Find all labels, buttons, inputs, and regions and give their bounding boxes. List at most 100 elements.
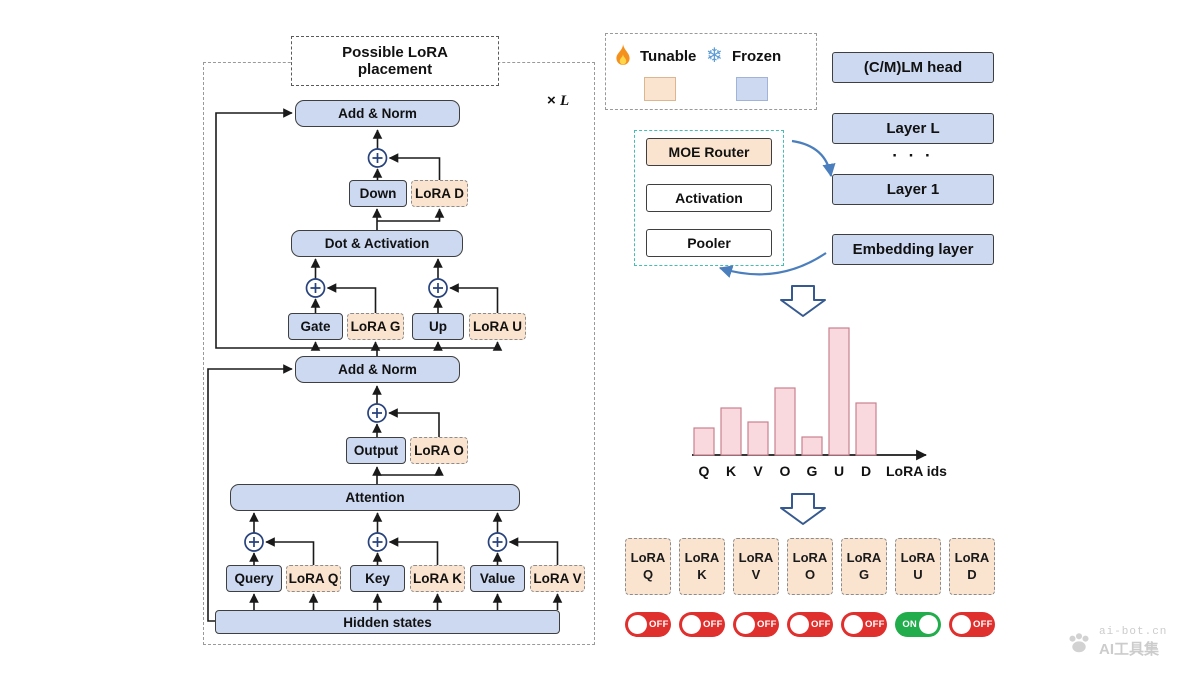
chart-category-label: K	[726, 463, 736, 479]
lora-module-id: O	[804, 566, 816, 582]
layer-count-var: L	[559, 93, 570, 109]
multiply-sign: ×	[547, 92, 556, 109]
fire-icon	[616, 44, 630, 65]
lora-module-title: LoRA	[684, 550, 720, 566]
repeat-times-label: × L	[547, 92, 569, 110]
lora-toggle-q[interactable]: OFF	[625, 612, 671, 637]
chart-category-label: V	[753, 463, 763, 479]
chart-bar-v	[747, 421, 769, 456]
output-proj-box: Output	[346, 437, 406, 464]
add-norm-top-box: Add & Norm	[295, 100, 460, 127]
lora-toggle-g[interactable]: OFF	[841, 612, 887, 637]
toggle-knob	[919, 615, 938, 634]
layer-l-box: Layer L	[832, 113, 994, 144]
toggle-knob	[736, 615, 755, 634]
chart-bar-q	[693, 427, 715, 456]
lora-module-id: G	[858, 566, 870, 582]
watermark-site-name: AI工具集	[1099, 641, 1160, 658]
pooler-box: Pooler	[646, 229, 772, 257]
lora-module-title: LoRA	[630, 550, 666, 566]
lora-module-id: K	[697, 566, 707, 582]
lora-q-box: LoRA Q	[286, 565, 341, 592]
frozen-label: Frozen	[732, 48, 782, 65]
legend-region	[605, 33, 817, 110]
chart-category-label: D	[861, 463, 871, 479]
lora-toggle-d[interactable]: OFF	[949, 612, 995, 637]
chart-bar-u	[828, 327, 850, 456]
lora-g-box: LoRA G	[347, 313, 404, 340]
chart-x-axis-label: LoRA ids	[886, 463, 947, 479]
lora-toggle-u[interactable]: ON	[895, 612, 941, 637]
up-proj-box: Up	[412, 313, 464, 340]
toggle-knob	[682, 615, 701, 634]
toggle-state-label: OFF	[811, 619, 831, 630]
toggle-state-label: OFF	[757, 619, 777, 630]
query-proj-box: Query	[226, 565, 282, 592]
chart-category-label: O	[780, 463, 791, 479]
attention-box: Attention	[230, 484, 520, 511]
down-proj-box: Down	[349, 180, 407, 207]
down-block-arrow	[780, 285, 826, 317]
possible-lora-placement-label: Possible LoRA placement	[291, 36, 499, 86]
lora-module-title: LoRA	[900, 550, 936, 566]
watermark-url: ai-bot.cn	[1099, 626, 1168, 638]
transformer-block-region	[203, 62, 595, 645]
chart-category-label: G	[807, 463, 818, 479]
toggle-knob	[952, 615, 971, 634]
lora-toggle-o[interactable]: OFF	[787, 612, 833, 637]
moe-router-box: MOE Router	[646, 138, 772, 166]
key-proj-box: Key	[350, 565, 405, 592]
lora-toggle-v[interactable]: OFF	[733, 612, 779, 637]
frozen-swatch	[736, 77, 768, 101]
toggle-knob	[844, 615, 863, 634]
toggle-state-label: OFF	[865, 619, 885, 630]
lora-toggle-k[interactable]: OFF	[679, 612, 725, 637]
lora-module-id: D	[967, 566, 977, 582]
lm-head-box: (C/M)LM head	[832, 52, 994, 83]
gate-proj-box: Gate	[288, 313, 343, 340]
lora-module-title: LoRA	[738, 550, 774, 566]
toggle-state-label: OFF	[649, 619, 669, 630]
chart-bar-g	[801, 436, 823, 456]
toggle-knob	[790, 615, 809, 634]
chart-bar-d	[855, 402, 877, 456]
watermark: ai-bot.cn AI工具集	[1066, 626, 1167, 659]
lora-d-box: LoRA D	[411, 180, 468, 207]
chart-bar-k	[720, 407, 742, 456]
lora-o-box: LoRA O	[410, 437, 468, 464]
watermark-text: ai-bot.cn AI工具集	[1099, 626, 1167, 659]
toggle-state-label: OFF	[703, 619, 723, 630]
paw-icon	[1069, 632, 1089, 652]
tunable-label: Tunable	[640, 48, 697, 65]
chart-bars	[693, 327, 877, 456]
add-norm-mid-box: Add & Norm	[295, 356, 460, 383]
block-down-arrows	[780, 285, 826, 525]
dot-activation-box: Dot & Activation	[291, 230, 463, 257]
down-block-arrow	[780, 493, 826, 525]
toggle-knob	[628, 615, 647, 634]
moe-panel-region	[634, 130, 784, 266]
embedding-layer-box: Embedding layer	[832, 234, 994, 265]
lora-v-box: LoRA V	[530, 565, 585, 592]
lora-module-id: U	[913, 566, 923, 582]
stack-ellipsis: · · ·	[892, 146, 934, 165]
lora-module-title: LoRA	[846, 550, 882, 566]
lora-module-id: V	[751, 566, 761, 582]
chart-category-label: U	[834, 463, 844, 479]
chart-bar-o	[774, 387, 796, 456]
tunable-swatch	[644, 77, 676, 101]
lora-k-box: LoRA K	[410, 565, 465, 592]
lora-module-title: LoRA	[954, 550, 990, 566]
lora-module-title: LoRA	[792, 550, 828, 566]
snowflake-icon: ❄	[706, 45, 723, 67]
